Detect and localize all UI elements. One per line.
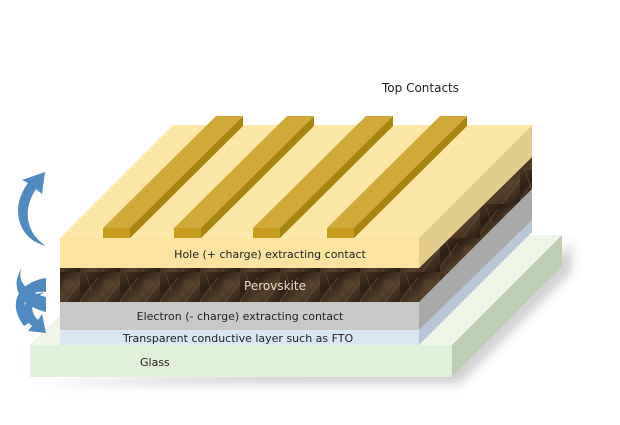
perovskite-label: Perovskite: [244, 279, 306, 293]
fto-label: Transparent conductive layer such as FTO: [122, 332, 354, 345]
contact-bar: [327, 116, 467, 238]
glass-label: Glass: [140, 356, 170, 369]
hole-label: Hole (+ charge) extracting contact: [174, 248, 366, 261]
top-contacts-label: Top Contacts: [381, 81, 459, 95]
contact-bar: [174, 116, 314, 238]
down-curved-arrow-icon: [23, 278, 46, 333]
electron-layer: Electron (- charge) extracting contact: [60, 189, 532, 330]
down-arrow-body: [15, 278, 46, 326]
up-arrow-icon: [16, 268, 46, 312]
contact-bar: [103, 116, 243, 238]
fto-layer: Transparent conductive layer such as FTO: [60, 219, 532, 345]
top-contacts: [103, 116, 467, 238]
contact-bar: [253, 116, 393, 238]
electron-label: Electron (- charge) extracting contact: [137, 310, 344, 323]
up-curved-arrow-icon: [17, 172, 46, 260]
charge-flow-arrows: [15, 172, 46, 333]
perovskite-layer: Perovskite: [60, 157, 532, 302]
